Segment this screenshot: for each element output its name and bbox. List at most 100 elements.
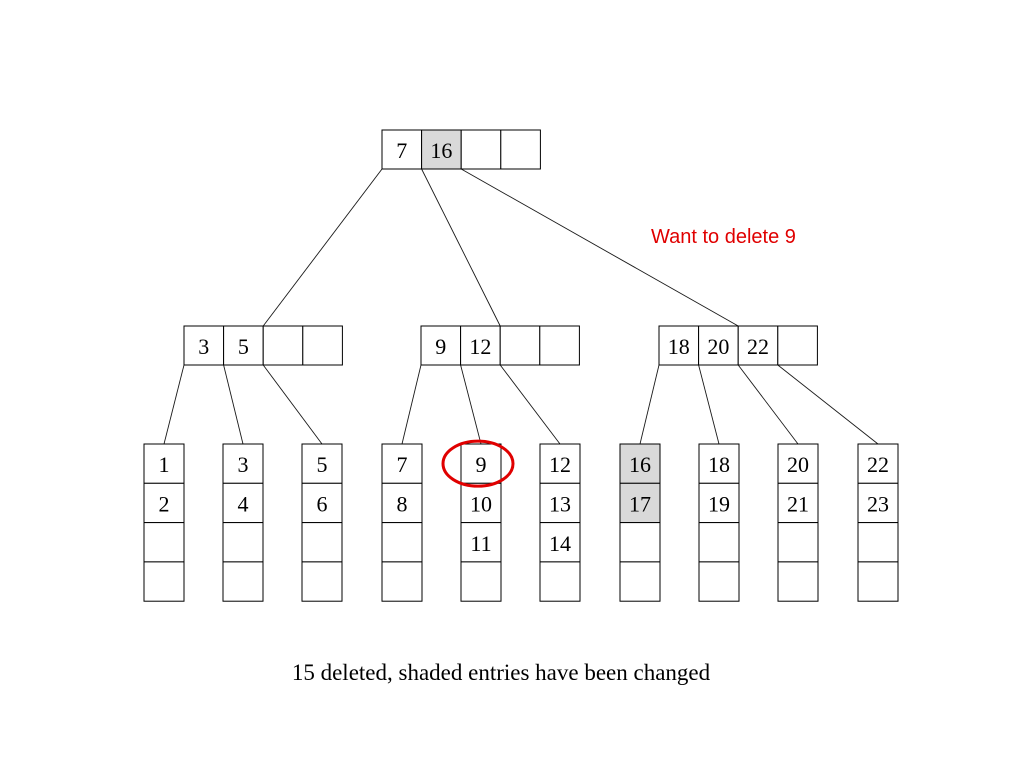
leaf-entry-text: 7 [397, 452, 408, 477]
leaf-entry-cell [460, 443, 502, 484]
leaf-node: 56 [301, 443, 343, 602]
leaf-entry-cell [698, 561, 740, 602]
tree-edge [262, 168, 383, 327]
leaf-entry-text: 17 [629, 491, 651, 516]
leaf-entry-text: 13 [549, 491, 571, 516]
internal-node: 18 20 22 [658, 325, 818, 366]
leaf-entry-text: 11 [470, 531, 491, 556]
leaf-entry-cell [222, 522, 264, 563]
internal-key-text: 3 [198, 334, 209, 359]
leaf-entry-text: 18 [708, 452, 730, 477]
highlight-circle [441, 439, 515, 488]
leaf-entry-cell [381, 522, 423, 563]
root-key-cell [500, 129, 541, 170]
internal-key-cell [777, 325, 818, 366]
leaf-entry-cell [619, 561, 661, 602]
leaf-entry-cell [777, 482, 819, 524]
leaf-entry-cell [143, 561, 185, 602]
tree-edge [460, 364, 482, 445]
leaf-entry-cell [619, 522, 661, 563]
leaf-entry-cell [301, 482, 343, 524]
leaf-entry-cell [222, 561, 264, 602]
root-key-text: 7 [396, 138, 407, 163]
tree-edge [639, 364, 660, 445]
tree-edge [460, 168, 739, 327]
tree-edge [421, 168, 501, 327]
leaf-node: 12 [143, 443, 185, 602]
leaf-entry-cell [698, 482, 740, 524]
internal-key-cell [302, 325, 343, 366]
leaf-entry-cell [698, 443, 740, 484]
annotation-text: Want to delete 9 [651, 226, 796, 248]
tree-edge [262, 364, 323, 445]
leaf-node: 78 [381, 443, 423, 602]
root-key-text: 16 [430, 138, 452, 163]
leaf-entry-cell [619, 443, 661, 484]
root-node: 7 16 [381, 129, 541, 170]
leaf-node: 34 [222, 443, 264, 602]
internal-key-text: 18 [668, 334, 690, 359]
leaf-entry-cell [381, 561, 423, 602]
leaf-entry-text: 1 [159, 452, 170, 477]
leaf-node: 12 13 14 [539, 443, 581, 602]
tree-edge [499, 364, 561, 445]
leaf-entry-cell [698, 522, 740, 563]
tree-edge [163, 364, 185, 445]
leaf-entry-text: 20 [787, 452, 809, 477]
leaf-entry-text: 4 [238, 491, 249, 516]
leaf-entry-text: 10 [470, 491, 492, 516]
leaf-entry-cell [857, 482, 899, 524]
internal-key-text: 5 [238, 334, 249, 359]
leaf-entry-cell [301, 443, 343, 484]
leaf-entry-cell [301, 561, 343, 602]
leaf-entry-cell [143, 443, 185, 484]
tree-edge [737, 364, 799, 445]
tree-edge [223, 364, 244, 445]
root-key-cell [421, 129, 462, 170]
internal-key-cell [262, 325, 304, 366]
leaf-entry-cell [222, 482, 264, 524]
internal-key-cell [183, 325, 225, 366]
leaf-entry-cell [857, 522, 899, 563]
leaf-entry-text: 12 [549, 452, 571, 477]
caption-text: 15 deleted, shaded entries have been cha… [292, 660, 711, 685]
tree-edges [163, 168, 879, 445]
root-key-cell [460, 129, 502, 170]
highlights [441, 439, 515, 488]
leaf-entry-text: 2 [159, 491, 170, 516]
leaf-entry-cell [777, 522, 819, 563]
leaf-node: 22 23 [857, 443, 899, 602]
leaf-entry-cell [222, 443, 264, 484]
leaf-entry-cell [143, 522, 185, 563]
leaf-entry-cell [857, 561, 899, 602]
tree-edge [401, 364, 422, 445]
leaf-entry-text: 5 [317, 452, 328, 477]
leaf-entry-cell [777, 443, 819, 484]
tree-edge [698, 364, 720, 445]
leaf-entry-cell [857, 443, 899, 484]
leaf-entry-text: 14 [549, 531, 571, 556]
leaf-entry-text: 22 [867, 452, 889, 477]
leaf-entry-cell [301, 522, 343, 563]
leaf-node: 9 10 11 [460, 443, 502, 602]
internal-key-cell [737, 325, 779, 366]
internal-key-text: 20 [707, 334, 729, 359]
leaf-entry-text: 16 [629, 452, 651, 477]
leaf-entry-cell [777, 561, 819, 602]
internal-key-text: 9 [435, 334, 446, 359]
leaf-entry-cell [460, 482, 502, 524]
internal-node: 9 12 [420, 325, 580, 366]
leaf-entry-text: 3 [238, 452, 249, 477]
leaf-entry-text: 9 [476, 452, 487, 477]
internal-key-text: 12 [469, 334, 491, 359]
internal-key-cell [499, 325, 541, 366]
internal-key-cell [539, 325, 580, 366]
leaf-entry-text: 23 [867, 491, 889, 516]
internal-key-text: 22 [747, 334, 769, 359]
leaf-entry-text: 19 [708, 491, 730, 516]
